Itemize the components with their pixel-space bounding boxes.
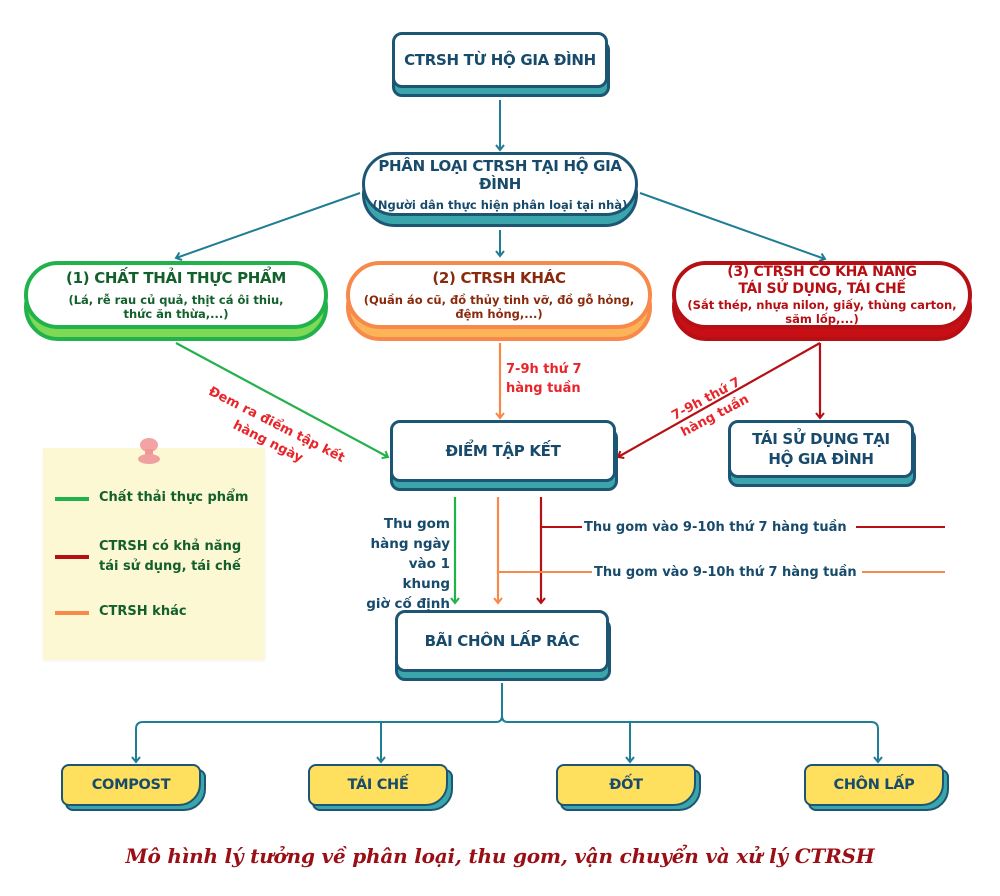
node-reuse-home: TÁI SỬ DỤNG TẠI HỘ GIA ĐÌNH bbox=[728, 420, 916, 487]
legend-item-food: Chất thải thực phẩm bbox=[55, 488, 248, 508]
node-recyclable-subtitle-2: săm lốp,...) bbox=[785, 312, 859, 326]
label-line: 7-9h thứ 7 bbox=[506, 362, 582, 377]
node-sorting-title: PHÂN LOẠI CTRSH TẠI HỘ GIA ĐÌNH bbox=[378, 156, 622, 193]
legend-swatch-red bbox=[55, 555, 89, 559]
node-sorting-subtitle: (Người dân thực hiện phân loại tại nhà) bbox=[372, 197, 628, 212]
legend-item-other: CTRSH khác bbox=[55, 602, 187, 622]
legend-label: CTRSH khác bbox=[99, 604, 187, 619]
edge-sorting-food bbox=[174, 192, 361, 262]
label-line: hàng tuần bbox=[506, 381, 581, 396]
node-other-waste: (2) CTRSH KHÁC (Quần áo cũ, đồ thủy tinh… bbox=[346, 261, 652, 341]
label-other-collection: Thu gom vào 9-10h thứ 7 hàng tuần bbox=[594, 563, 857, 582]
output-title: TÁI CHẾ bbox=[347, 777, 409, 793]
label-line: Thu gom bbox=[383, 516, 450, 532]
node-food-title: (1) CHẤT THẢI THỰC PHẨM bbox=[66, 269, 286, 287]
box-face bbox=[395, 610, 609, 672]
node-food-subtitle-2: thức ăn thừa,...) bbox=[123, 307, 229, 321]
node-other-subtitle-2: đệm hỏng,...) bbox=[455, 307, 543, 321]
node-source-title: CTRSH TỪ HỘ GIA ĐÌNH bbox=[404, 51, 596, 69]
box-face bbox=[392, 32, 608, 88]
legend-label: Chất thải thực phẩm bbox=[99, 490, 249, 505]
legend-swatch-orange bbox=[55, 611, 89, 615]
node-source: CTRSH TỪ HỘ GIA ĐÌNH bbox=[392, 32, 610, 97]
legend-label-line: CTRSH có khả năng bbox=[99, 539, 242, 554]
node-landfill-site: BÃI CHÔN LẤP RÁC bbox=[395, 610, 611, 681]
legend-swatch-green bbox=[55, 497, 89, 501]
legend-label: CTRSH có khả năng tái sử dụng, tái chế bbox=[99, 537, 241, 577]
node-landfill-title: BÃI CHÔN LẤP RÁC bbox=[424, 632, 580, 650]
node-output-bury: CHÔN LẤP bbox=[804, 764, 949, 811]
output-title: CHÔN LẤP bbox=[833, 777, 915, 793]
label-daily-collection: Thu gom hàng ngày vào 1 khung giờ cố địn… bbox=[360, 514, 450, 614]
box-face bbox=[61, 764, 201, 806]
box-face bbox=[728, 420, 914, 478]
node-output-recycle: TÁI CHẾ bbox=[308, 764, 453, 811]
legend-note bbox=[43, 448, 265, 660]
node-sorting: PHÂN LOẠI CTRSH TẠI HỘ GIA ĐÌNH (Người d… bbox=[362, 152, 638, 227]
box-face bbox=[362, 152, 638, 216]
label-recycle-collection: Thu gom vào 9-10h thứ 7 hàng tuần bbox=[584, 518, 847, 537]
label-text: Thu gom vào 9-10h thứ 7 hàng tuần bbox=[594, 565, 857, 580]
legend-item-recyclable: CTRSH có khả năng tái sử dụng, tái chế bbox=[55, 537, 241, 577]
node-food-waste: (1) CHẤT THẢI THỰC PHẨM (Lá, rễ rau củ q… bbox=[24, 261, 328, 341]
node-food-subtitle-1: (Lá, rễ rau củ quả, thịt cá ôi thiu, bbox=[68, 293, 284, 307]
node-collection-point: ĐIỂM TẬP KẾT bbox=[390, 420, 618, 491]
node-output-compost: COMPOST bbox=[61, 764, 206, 811]
node-recyclable-title-1: (3) CTRSH CÓ KHẢ NĂNG bbox=[727, 264, 917, 280]
node-recyclable-title-2: TÁI SỬ DỤNG, TÁI CHẾ bbox=[738, 281, 906, 297]
box-face bbox=[556, 764, 696, 806]
edge-recyclable-point bbox=[616, 342, 821, 460]
label-other-to-point: 7-9h thứ 7 hàng tuần bbox=[506, 360, 582, 398]
legend-label-line: tái sử dụng, tái chế bbox=[99, 559, 241, 574]
label-text: Thu gom vào 9-10h thứ 7 hàng tuần bbox=[584, 520, 847, 535]
box-face bbox=[308, 764, 448, 806]
node-recyclable-subtitle-1: (Sắt thép, nhựa nilon, giấy, thùng carto… bbox=[687, 298, 957, 312]
node-recyclable: (3) CTRSH CÓ KHẢ NĂNG TÁI SỬ DỤNG, TÁI C… bbox=[672, 261, 972, 341]
node-reuse-title-1: TÁI SỬ DỤNG TẠI bbox=[752, 430, 890, 448]
label-line: giờ cố định bbox=[366, 596, 450, 612]
node-other-title: (2) CTRSH KHÁC bbox=[432, 269, 566, 287]
label-line: vào 1 khung bbox=[402, 556, 450, 592]
edge-landfill-outputs bbox=[135, 683, 879, 760]
box-face bbox=[24, 261, 328, 329]
output-title: ĐỐT bbox=[609, 777, 643, 793]
output-title: COMPOST bbox=[91, 777, 171, 793]
pushpin-icon bbox=[138, 438, 160, 464]
diagram-caption: Mô hình lý tưởng về phân loại, thu gom, … bbox=[125, 844, 875, 868]
node-other-subtitle-1: (Quần áo cũ, đồ thủy tinh vỡ, đồ gỗ hỏng… bbox=[363, 293, 635, 307]
node-reuse-title-2: HỘ GIA ĐÌNH bbox=[768, 450, 874, 468]
box-face bbox=[390, 420, 616, 482]
box-face bbox=[672, 261, 972, 329]
box-face bbox=[346, 261, 652, 329]
box-face bbox=[804, 764, 944, 806]
node-collection-point-title: ĐIỂM TẬP KẾT bbox=[445, 442, 561, 460]
node-output-burn: ĐỐT bbox=[556, 764, 701, 811]
edge-food-point bbox=[175, 342, 390, 460]
label-line: hàng ngày bbox=[370, 536, 450, 552]
edge-sorting-recyclable bbox=[639, 192, 827, 263]
